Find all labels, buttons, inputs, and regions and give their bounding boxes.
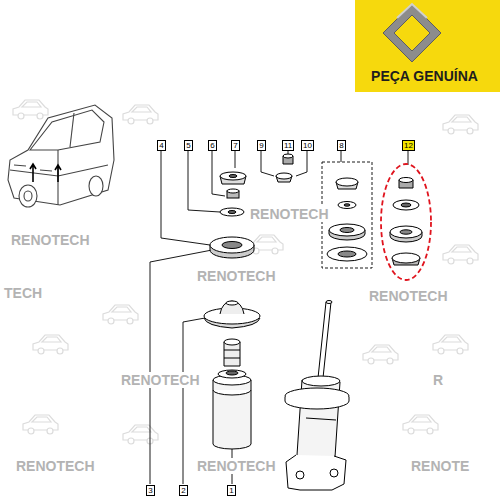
leader-lines — [150, 151, 408, 484]
watermark: RENOTECH — [120, 372, 201, 388]
watermark-icons — [13, 100, 478, 444]
watermark: RENOTECH — [196, 268, 277, 284]
kit-group-12 — [381, 164, 431, 280]
watermark: TECH — [3, 285, 43, 301]
callout-number: 2 — [179, 485, 188, 496]
watermark: RENOTECH — [15, 458, 96, 474]
callout-number: 1 — [227, 485, 236, 496]
brand-text: PEÇA GENUÍNA — [352, 67, 497, 85]
callout-number: 3 — [146, 485, 155, 496]
spring-seat-boot — [204, 301, 260, 449]
watermark: RENOTECH — [10, 232, 91, 248]
callout-number: 4 — [157, 140, 166, 151]
callout-number: 9 — [257, 140, 266, 151]
watermark: RENOTE — [410, 458, 470, 474]
callout-number: 11 — [282, 140, 294, 151]
callout-number: 5 — [184, 140, 193, 151]
callout-number: 12 — [402, 140, 415, 151]
callout-number: 7 — [231, 140, 240, 151]
watermark: RENOTECH — [249, 206, 330, 222]
callout-number: 10 — [301, 140, 314, 151]
watermark: RENOTECH — [368, 288, 449, 304]
callout-number: 8 — [337, 140, 346, 151]
callout-number: 6 — [208, 140, 217, 151]
shock-absorber — [285, 301, 349, 491]
watermark: RENOTECH — [196, 458, 277, 474]
watermark: R — [432, 372, 444, 388]
car-outline — [8, 105, 114, 207]
